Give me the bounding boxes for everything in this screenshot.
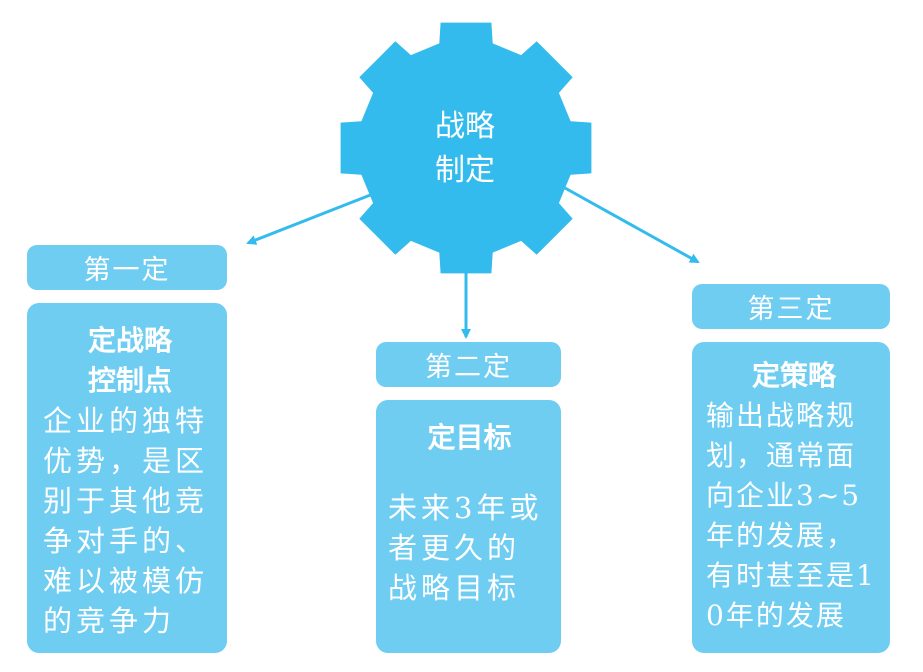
branch-title-first-line1: 定战略 bbox=[87, 324, 172, 357]
center-label-line2: 制定 bbox=[435, 153, 495, 188]
center-label-line1: 战略 bbox=[435, 109, 495, 144]
branch-title-second: 定目标 bbox=[427, 421, 512, 454]
branch-card-third: 定策略 输出战略规划，通常面向企业3~5年的发展，有时甚至是10年的发展 bbox=[692, 342, 890, 653]
arrow-to-third bbox=[564, 186, 700, 264]
branch-header-first: 第一定 bbox=[27, 245, 227, 290]
branch-body-second: 未来3年或者更久的战略目标 bbox=[388, 491, 543, 605]
arrow-to-first bbox=[246, 190, 379, 245]
branch-card-second: 定目标 未来3年或者更久的战略目标 bbox=[376, 400, 561, 653]
branch-body-first: 企业的独特优势，是区别于其他竞争对手的、难以被模仿的竞争力 bbox=[43, 404, 209, 638]
center-label: 战略 制定 bbox=[405, 105, 525, 193]
branch-body-third: 输出战略规划，通常面向企业3~5年的发展，有时甚至是10年的发展 bbox=[706, 399, 876, 632]
branch-header-third: 第三定 bbox=[692, 284, 890, 329]
branch-title-first-line2: 控制点 bbox=[87, 364, 172, 397]
branch-header-second: 第二定 bbox=[376, 342, 561, 387]
branch-title-third: 定策略 bbox=[751, 359, 836, 392]
branch-card-first: 定战略 控制点 企业的独特优势，是区别于其他竞争对手的、难以被模仿的竞争力 bbox=[27, 303, 227, 653]
gear-icon bbox=[340, 22, 592, 274]
